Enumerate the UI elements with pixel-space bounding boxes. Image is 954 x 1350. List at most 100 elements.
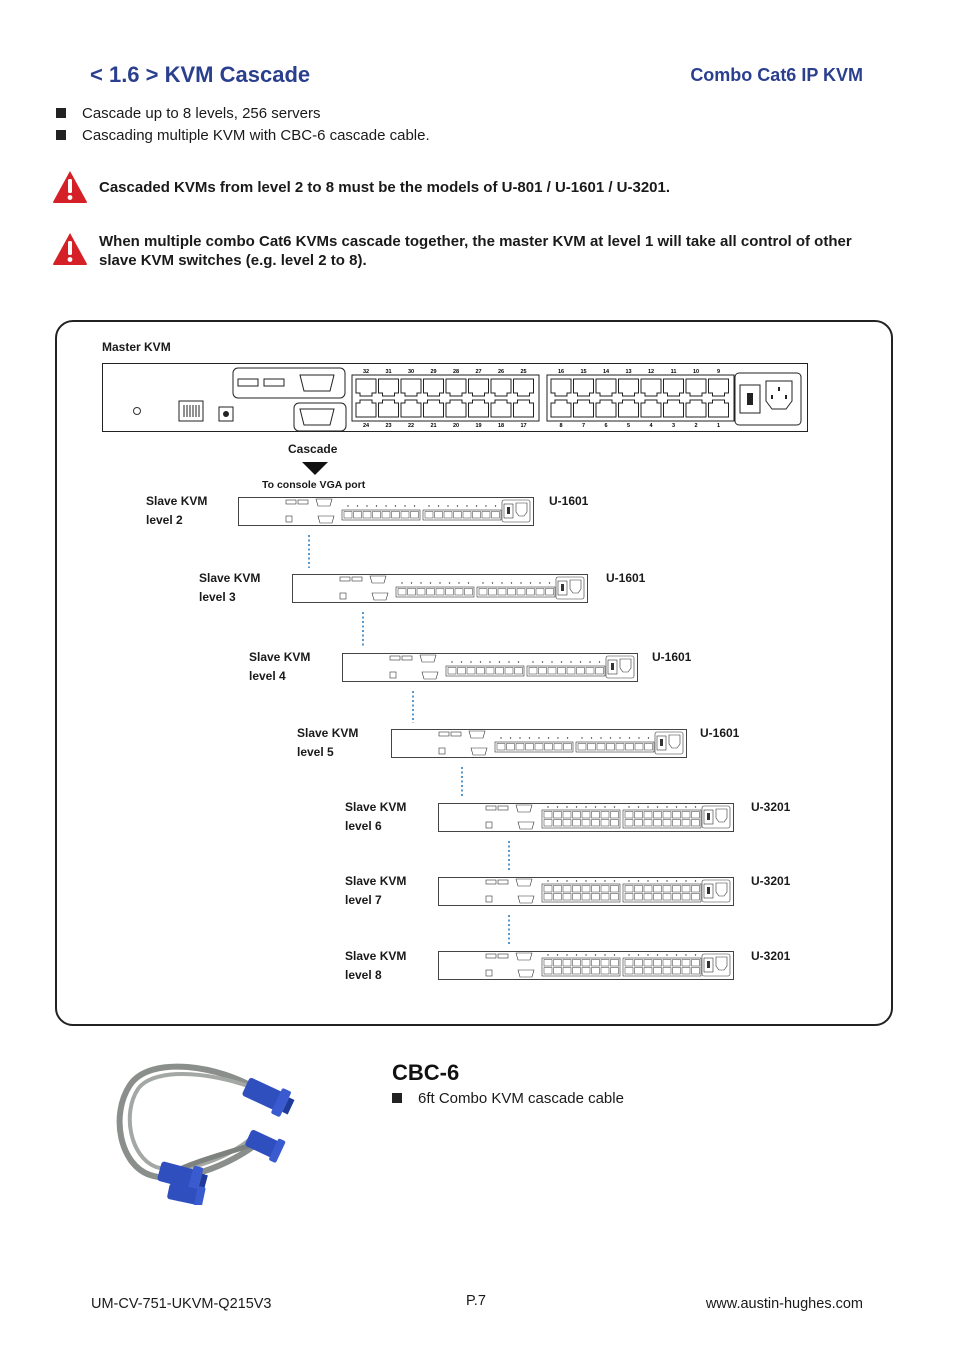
led-icon [133, 407, 141, 415]
port-number: 31 [385, 369, 391, 375]
rj45-port-icon [566, 667, 576, 675]
rj45-port-icon [495, 667, 504, 675]
rj45-port-icon [545, 588, 554, 596]
cascade-diagram [55, 320, 893, 1026]
slave-kvm-model: U-1601 [549, 494, 589, 508]
rj45-port-icon [434, 511, 443, 519]
port-number: 16 [558, 369, 564, 375]
rj45-port-icon [416, 588, 426, 596]
page-number: P.7 [466, 1293, 486, 1309]
master-kvm-label: Master KVM [102, 340, 171, 354]
rj45-port-icon [464, 588, 473, 596]
rj45-port-icon [534, 743, 544, 751]
rj45-port-icon [681, 885, 691, 893]
rj45-port-icon [644, 743, 653, 751]
rj45-port-icon [591, 885, 600, 893]
rj45-port-icon [553, 959, 562, 967]
rj45-port-icon [476, 667, 485, 675]
rj45-port-icon [538, 667, 547, 675]
rj45-port-icon [462, 511, 472, 519]
rj45-port-icon [610, 893, 619, 901]
rj45-port-icon [634, 959, 643, 967]
rj45-port-icon [372, 511, 381, 519]
warning-text: Cascaded KVMs from level 2 to 8 must be … [99, 179, 671, 196]
rj45-port-icon [513, 399, 534, 418]
slave-kvm-unit [238, 497, 534, 526]
port-number: 27 [475, 369, 481, 375]
slave-kvm-model: U-1601 [652, 650, 692, 664]
port-number: 23 [385, 423, 391, 429]
rj45-port-icon [581, 819, 591, 827]
slave-kvm-unit [342, 653, 638, 682]
rj45-port-icon [573, 399, 594, 418]
rj45-port-icon [553, 967, 562, 975]
port-number: 13 [625, 369, 631, 375]
rj45-port-icon [691, 959, 700, 967]
rj45-port-icon [624, 811, 634, 819]
rj45-port-icon [591, 893, 600, 901]
rj45-port-icon [624, 893, 634, 901]
cascade-link-line [461, 767, 463, 797]
rj45-port-icon [653, 893, 662, 901]
rj45-port-icon [643, 959, 653, 967]
rj45-port-icon [595, 378, 617, 397]
rj45-port-icon [624, 819, 634, 827]
rj45-port-icon [550, 399, 572, 418]
rj45-port-icon [708, 378, 729, 397]
rj45-port-icon [672, 885, 681, 893]
rj45-port-icon [496, 743, 506, 751]
rj45-port-icon [691, 893, 700, 901]
bullet-item: Cascade up to 8 levels, 256 servers [56, 105, 320, 122]
rj45-port-icon [572, 819, 581, 827]
rj45-port-icon [610, 959, 619, 967]
rj45-port-icon [507, 588, 516, 596]
rj45-port-icon [490, 378, 512, 397]
rj45-port-icon [400, 511, 410, 519]
rj45-port-icon [488, 588, 497, 596]
rj45-port-icon [640, 399, 662, 418]
warning-text: When multiple combo Cat6 KVMs cascade to… [99, 233, 852, 269]
rj45-port-icon [355, 399, 377, 418]
rj45-port-icon [591, 967, 600, 975]
rj45-port-icon [681, 959, 691, 967]
rj45-port-icon [691, 885, 700, 893]
port-number: 32 [363, 369, 369, 375]
rj45-port-icon [562, 893, 572, 901]
rj45-port-icon [681, 967, 691, 975]
console-port-label: To console VGA port [262, 479, 366, 491]
rj45-port-icon [634, 893, 643, 901]
cascade-label: Cascade [288, 442, 338, 456]
rj45-port-icon [514, 667, 523, 675]
rj45-port-icon [466, 667, 476, 675]
rj45-port-icon [490, 399, 512, 418]
vga-port-icon [299, 374, 335, 392]
rj45-port-icon [563, 743, 572, 751]
rj45-port-icon [606, 743, 615, 751]
rj45-port-icon [653, 967, 662, 975]
rj45-port-icon [581, 967, 591, 975]
rj45-port-icon [681, 819, 691, 827]
rj45-port-icon [591, 811, 600, 819]
rj45-port-icon [478, 588, 488, 596]
rj45-port-icon [468, 399, 489, 418]
rj45-port-icon [672, 967, 681, 975]
rj45-port-icon [581, 811, 591, 819]
rj45-port-icon [581, 893, 591, 901]
rj45-port-icon [634, 819, 643, 827]
rj45-port-icon [528, 667, 538, 675]
port-number: 26 [498, 369, 504, 375]
rj45-port-icon [685, 399, 707, 418]
rj45-port-icon [600, 959, 610, 967]
port-number: 11 [671, 369, 677, 375]
rj45-port-icon [454, 588, 464, 596]
rj45-port-icon [400, 378, 422, 397]
slave-kvm-level: level 6 [345, 819, 382, 833]
rj45-port-icon [516, 588, 526, 596]
port-number: 10 [693, 369, 699, 375]
rj45-port-icon [653, 819, 662, 827]
rj45-port-icon [553, 893, 562, 901]
rj45-port-icon [600, 819, 610, 827]
rj45-port-icon [691, 819, 700, 827]
